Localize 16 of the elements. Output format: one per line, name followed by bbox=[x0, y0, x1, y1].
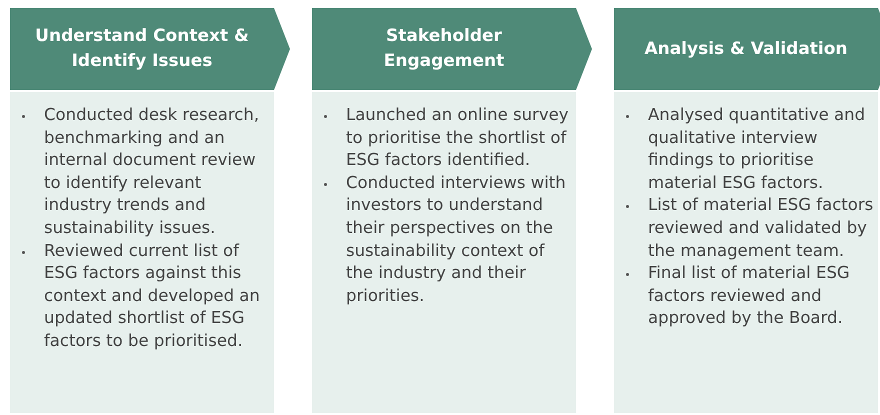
bullet-text: Launched an online survey to prioritise the shortlist of ESG factors identified. bbox=[346, 104, 570, 172]
bullet-text: Conducted interviews with investors to understand their perspectives on the sustainability context of the industry and their priorities. bbox=[346, 172, 567, 307]
header-title: Understand Context & Identify Issues bbox=[34, 25, 250, 73]
chevron-header bbox=[10, 8, 290, 90]
bullet-text: List of material ESG factors reviewed and validated by the management team. bbox=[648, 194, 874, 262]
bullet-text: Conducted desk research, benchmarking and an internal document review to identify relevant industry trends and sustainability issues. bbox=[44, 104, 260, 239]
header-title: Stakeholder Engagement bbox=[382, 25, 506, 73]
content-panel bbox=[614, 92, 878, 413]
bullet-text: Reviewed current list of ESG factors against this context and developed an updated shortlist of ESG factors to be prioritised. bbox=[44, 240, 261, 352]
header-title: Analysis & Validation bbox=[644, 38, 848, 60]
chevron-header bbox=[614, 8, 880, 90]
bullet-text: Analysed quantitative and qualitative interview findings to prioritise material ESG factors. bbox=[648, 104, 866, 194]
bullet-text: Final list of material ESG factors reviewed and approved by the Board. bbox=[648, 262, 851, 330]
chevron-header bbox=[312, 8, 592, 90]
content-panel bbox=[312, 92, 576, 413]
content-panel bbox=[10, 92, 274, 413]
